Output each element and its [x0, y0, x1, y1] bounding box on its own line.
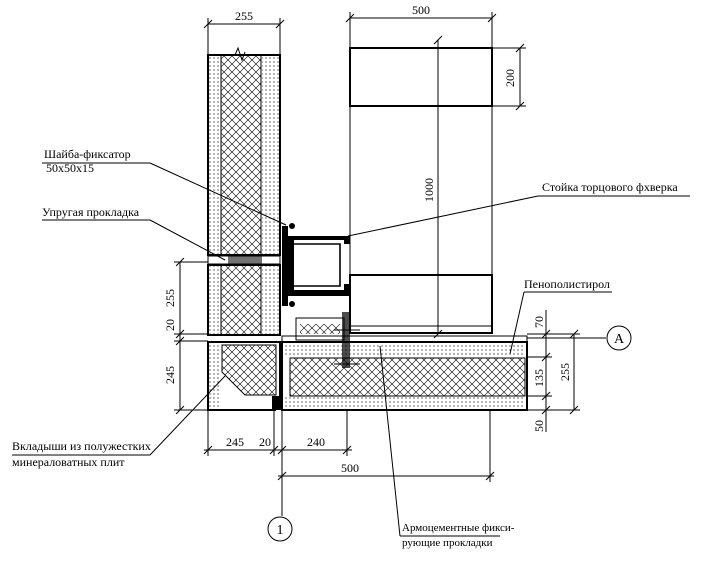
dim-left-chain	[174, 257, 208, 415]
top-concrete-block	[349, 47, 493, 107]
axis-a-label: А	[614, 332, 625, 347]
dim-block-height	[492, 43, 526, 111]
dim-column-height	[433, 35, 443, 339]
elastic-gasket-label: Упругая прокладка	[42, 205, 140, 219]
inserts-label-line2: минераловатных плит	[12, 455, 125, 469]
dim-bottom-245-label: 245	[226, 435, 244, 449]
armocement-label-line1: Армоцементные фикси-	[402, 522, 515, 534]
dim-block-width-label: 500	[412, 3, 430, 17]
armocement-label-line2: рующие прокладки	[402, 537, 493, 549]
middle-concrete-block	[349, 274, 493, 334]
washer-label-line2: 50х50х15	[46, 161, 94, 175]
dim-bottom-20-label: 20	[259, 435, 271, 449]
dim-wall-width-label: 255	[235, 9, 253, 23]
vertical-wall-panel-lower	[207, 264, 281, 336]
leader-lines	[12, 162, 690, 537]
axis-1-marker	[267, 410, 293, 542]
axis-a-marker	[527, 325, 632, 351]
dim-bottom-240-label: 240	[307, 435, 325, 449]
dim-right-top-label: 70	[532, 316, 546, 328]
dim-block-width	[345, 12, 497, 48]
polystyrene-label: Пенополистирол	[524, 277, 610, 291]
dim-wall-width	[203, 18, 285, 55]
dim-right-bottom-label: 50	[532, 420, 546, 432]
corner-insulation-block	[207, 341, 282, 411]
washer-label-line1: Шайба-фиксатор	[44, 147, 131, 161]
end-post-label: Стойка торцового фхверка	[542, 180, 678, 194]
dim-left-gap-label: 20	[163, 319, 177, 331]
vertical-wall-panel-upper	[207, 46, 281, 256]
horizontal-wall-panel	[281, 335, 528, 411]
dim-bottom-500-label: 500	[341, 461, 359, 475]
dim-left-top-label: 255	[163, 289, 177, 307]
dim-right-chain	[527, 310, 580, 432]
dim-block-height-label: 200	[503, 69, 517, 87]
dim-right-mid-label: 135	[532, 369, 546, 387]
dim-left-bottom-label: 245	[163, 366, 177, 384]
inserts-label-line1: Вкладыши из полужестких	[12, 439, 151, 453]
dim-column-height-label: 1000	[422, 178, 436, 202]
dim-right-total-label: 255	[558, 363, 572, 381]
axis-1-label: 1	[277, 523, 284, 538]
end-post-steel-profile	[282, 223, 350, 307]
armocement-pad	[295, 312, 360, 368]
dim-bottom-chain	[203, 410, 352, 456]
